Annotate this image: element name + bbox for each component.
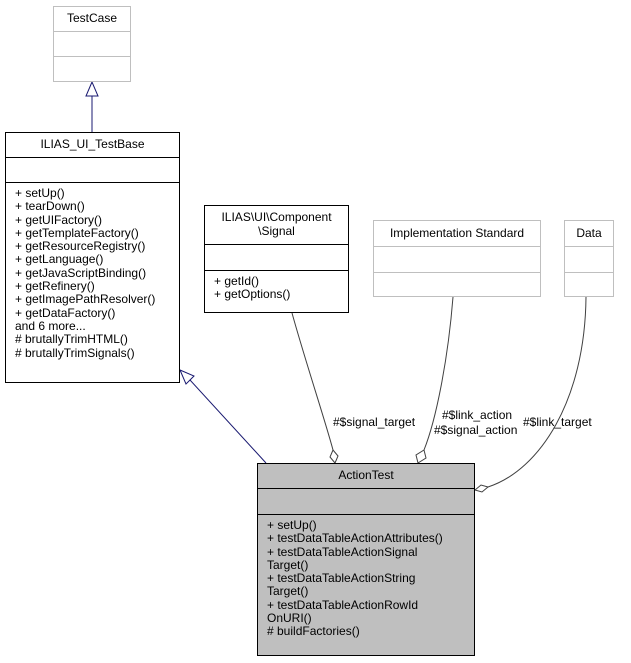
method-item: # brutallyTrimSignals()	[15, 345, 135, 360]
class-signal-name-line1: ILIAS\UI\Component	[221, 210, 332, 224]
class-data-methods	[565, 272, 613, 296]
method-item: + testDataTableActionSignal	[267, 544, 418, 559]
edge-label-signal-action: #$signal_action	[434, 423, 518, 437]
method-item: + getTemplateFactory()	[15, 225, 139, 240]
class-testcase[interactable]: TestCase	[53, 6, 131, 82]
more-methods-note: and 6 more...	[15, 318, 86, 333]
method-item: + getOptions()	[214, 287, 291, 302]
association-edge-data	[487, 296, 587, 488]
class-implementation-standard[interactable]: Implementation Standard	[373, 220, 541, 297]
class-signal[interactable]: ILIAS\UI\Component \Signal + getId() + g…	[204, 205, 349, 313]
method-item: + getLanguage()	[15, 252, 104, 267]
method-item: + getJavaScriptBinding()	[15, 265, 147, 280]
edge-label-signal-target: #$signal_target	[333, 415, 416, 429]
inheritance-edge-action-testbase	[189, 379, 267, 464]
method-item: + setUp()	[267, 518, 317, 532]
method-item-continued: OnURI()	[267, 611, 312, 626]
class-testbase-attributes	[6, 157, 179, 182]
association-diamond-impl	[415, 449, 427, 464]
inheritance-arrowhead-testbase	[179, 369, 195, 385]
method-item: + setUp()	[15, 186, 65, 200]
method-item-continued: Target()	[267, 584, 309, 599]
method-item: # buildFactories()	[267, 624, 360, 639]
class-testbase-name: ILIAS_UI_TestBase	[40, 137, 145, 151]
method-item: + testDataTableActionAttributes()	[267, 531, 443, 546]
method-item: + getUIFactory()	[15, 212, 103, 227]
method-item-continued: Target()	[267, 557, 309, 572]
class-data[interactable]: Data	[564, 220, 614, 297]
class-implementation-standard-attributes	[374, 246, 540, 272]
method-item: + testDataTableActionString	[267, 571, 416, 586]
edge-label-link-target: #$link_target	[523, 415, 592, 429]
class-implementation-standard-methods	[374, 272, 540, 296]
association-edge-impl	[423, 296, 454, 451]
class-signal-methods: + getId() + getOptions()	[205, 270, 348, 302]
class-actiontest-methods: + setUp() + testDataTableActionAttribute…	[258, 514, 474, 639]
class-data-attributes	[565, 246, 613, 272]
class-testbase[interactable]: ILIAS_UI_TestBase + setUp() + tearDown()…	[5, 132, 180, 383]
method-item: + getResourceRegistry()	[15, 239, 146, 254]
class-actiontest-attributes	[258, 488, 474, 514]
class-signal-name-line2: \Signal	[258, 224, 295, 238]
class-testcase-attributes	[54, 31, 130, 56]
method-item: + tearDown()	[15, 199, 85, 214]
association-diamond-signal	[329, 449, 339, 464]
class-actiontest-name: ActionTest	[338, 468, 394, 482]
class-data-name: Data	[576, 226, 602, 240]
class-testcase-methods	[54, 56, 130, 81]
method-item: + testDataTableActionRowId	[267, 597, 419, 612]
method-item: + getRefinery()	[15, 279, 95, 294]
edge-label-link-action: #$link_action	[442, 408, 513, 422]
class-testcase-name: TestCase	[66, 11, 118, 25]
class-signal-attributes	[205, 244, 348, 270]
class-actiontest[interactable]: ActionTest + setUp() + testDataTableActi…	[257, 463, 475, 656]
method-item: # brutallyTrimHTML()	[15, 332, 128, 347]
class-signal-name: ILIAS\UI\Component \Signal	[205, 206, 348, 244]
class-testbase-methods: + setUp() + tearDown() + getUIFactory() …	[6, 182, 179, 360]
method-item: + getId()	[214, 274, 260, 288]
inheritance-arrowhead-testcase	[85, 80, 99, 97]
method-item: + getDataFactory()	[15, 305, 116, 320]
method-item: + getImagePathResolver()	[15, 292, 156, 307]
association-edge-signal	[291, 312, 334, 451]
association-diamond-data	[473, 484, 490, 493]
class-implementation-standard-name: Implementation Standard	[389, 226, 525, 240]
